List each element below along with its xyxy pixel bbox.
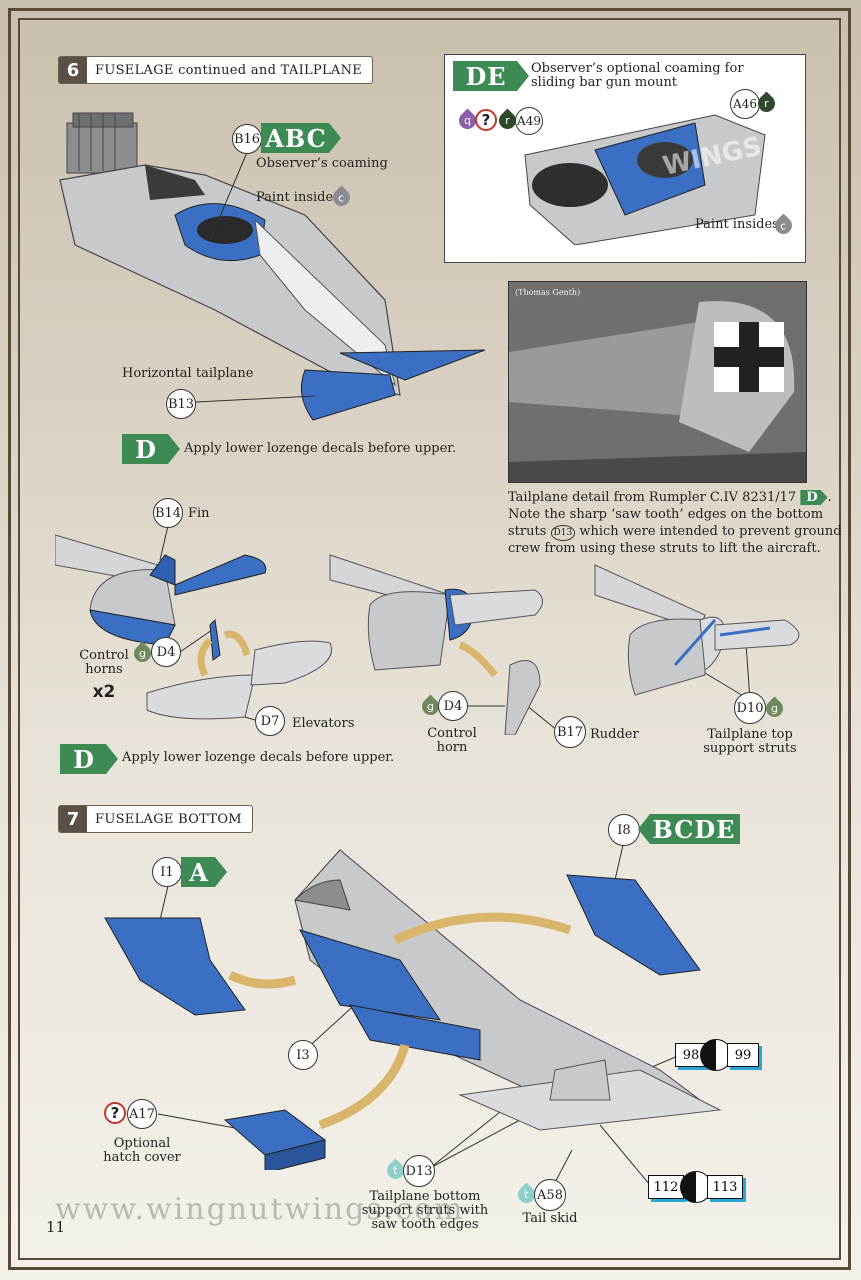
decal-112: 112 [648,1175,684,1199]
de-coaming-illustration: WINGS [524,114,766,245]
part-b17-callout: B17 [554,716,586,748]
paint-code: t [524,1188,529,1202]
paint-code: c [780,219,787,232]
part-b16-callout: B16 [232,124,262,154]
page-number: 11 [46,1218,66,1236]
b17-label: Rudder [590,727,639,742]
a17-label-line1: Optional [113,1136,171,1151]
part-d7-callout: D7 [255,706,285,736]
d10-label-line1: Tailplane top [707,727,793,742]
control-horns-line2: horns [85,662,123,677]
note2-text: Apply lower lozenge decals before upper. [122,750,395,765]
step-6-header: 6 FUSELAGE continued and TAILPLANE [58,56,374,84]
part-i1-callout: I1 [152,857,182,887]
part-a46-callout: A46 [730,89,760,119]
caption-ref-d13: D13 [550,525,576,541]
photo-caption-line3: struts D13 which were intended to preven… [508,524,842,541]
paint-code: t [393,1164,398,1178]
photo-credit: (Thomas Genth) [515,288,581,297]
b16-paint-label: Paint insides [256,190,340,205]
a58-label: Tail skid [522,1211,578,1226]
part-a17-callout: A17 [127,1099,157,1129]
part-i8-callout: I8 [608,814,640,846]
paint-code: c [338,191,345,204]
part-b13-callout: B13 [166,389,196,419]
step-6-number: 6 [59,57,87,83]
step-6-title: FUSELAGE continued and TAILPLANE [95,62,363,78]
variant-tag-abc: ABC [261,123,341,153]
paint-code: g [427,700,434,714]
de-paint-label: Paint insides [695,217,779,232]
b13-label: Horizontal tailplane [122,366,254,381]
d13-label-line1: Tailplane bottom [369,1189,481,1204]
part-a49-callout: A49 [515,107,543,135]
photo-caption-line1: Tailplane detail from Rumpler C.IV 8231/… [508,490,832,505]
variant-tag-de: DE [453,61,529,91]
b14-label: Fin [188,506,210,521]
d13-label-line3: saw tooth edges [371,1217,479,1232]
part-d4-callout-middle: D4 [438,691,468,721]
caption-text-1: Tailplane detail from Rumpler C.IV 8231/… [508,490,797,505]
paint-code: r [764,97,769,110]
part-d10-callout: D10 [734,692,766,724]
d4-mid-label-line1: Control [427,726,477,741]
tailplane-photo: (Thomas Genth) [508,281,807,483]
de-option-box: DE Observer’s optional coaming for slidi… [444,54,806,263]
note1-text: Apply lower lozenge decals before upper. [184,441,457,456]
b16-label: Observer’s coaming [256,156,388,171]
variant-tag-d-note2: D [60,744,118,774]
decal-113: 113 [707,1175,743,1199]
inner-frame [18,18,841,1260]
paint-code: g [139,647,146,661]
fuselage-bottom-illustration [104,849,722,1170]
photo-content [509,282,806,482]
a17-label-line2: hatch cover [103,1150,181,1165]
de-title-line2: sliding bar gun mount [531,75,678,90]
paint-unknown-icon: ? [104,1102,126,1124]
decal-99: 99 [727,1043,759,1067]
caption-variant-tag: D [800,490,827,505]
engine-block [66,112,138,174]
footer-url: www.wingnutwings.com [55,1192,465,1227]
photo-caption-line2: Note the sharp ‘saw tooth’ edges on the … [508,507,824,522]
outer-frame [8,8,851,1270]
decal-pair-icon [680,1171,712,1203]
control-horns-line1: Control [79,648,129,663]
part-i3-callout: I3 [288,1040,318,1070]
part-a58-callout: A58 [534,1179,566,1211]
decal-pair-icon [700,1039,732,1071]
part-b14-callout: B14 [153,498,183,528]
part-d4-callout-left: D4 [151,637,181,667]
tail-assembly-illustrations [55,534,800,735]
d10-label-line2: support struts [703,741,797,756]
caption-text-3a: struts [508,524,547,539]
photo-caption-line4: crew from using these struts to lift the… [508,541,821,556]
part-d13-callout: D13 [403,1155,435,1187]
de-title-line1: Observer’s optional coaming for [531,61,744,76]
d7-label: Elevators [292,716,355,731]
step-7-header: 7 FUSELAGE BOTTOM [58,805,253,833]
caption-text-3b: which were intended to prevent ground [579,524,842,539]
paint-code: g [771,702,778,716]
step-7-title: FUSELAGE BOTTOM [95,811,242,827]
d4-mid-label-line2: horn [436,740,468,755]
variant-tag-d-note1: D [122,434,180,464]
control-horns-qty: x2 [92,682,116,702]
paint-code: r [505,114,510,127]
variant-tag-bcde: BCDE [638,814,740,844]
d13-label-line2: support struts with [361,1203,489,1218]
paint-unknown-icon: ? [475,109,497,131]
step-7-number: 7 [59,806,87,832]
paint-code: q [464,114,471,128]
